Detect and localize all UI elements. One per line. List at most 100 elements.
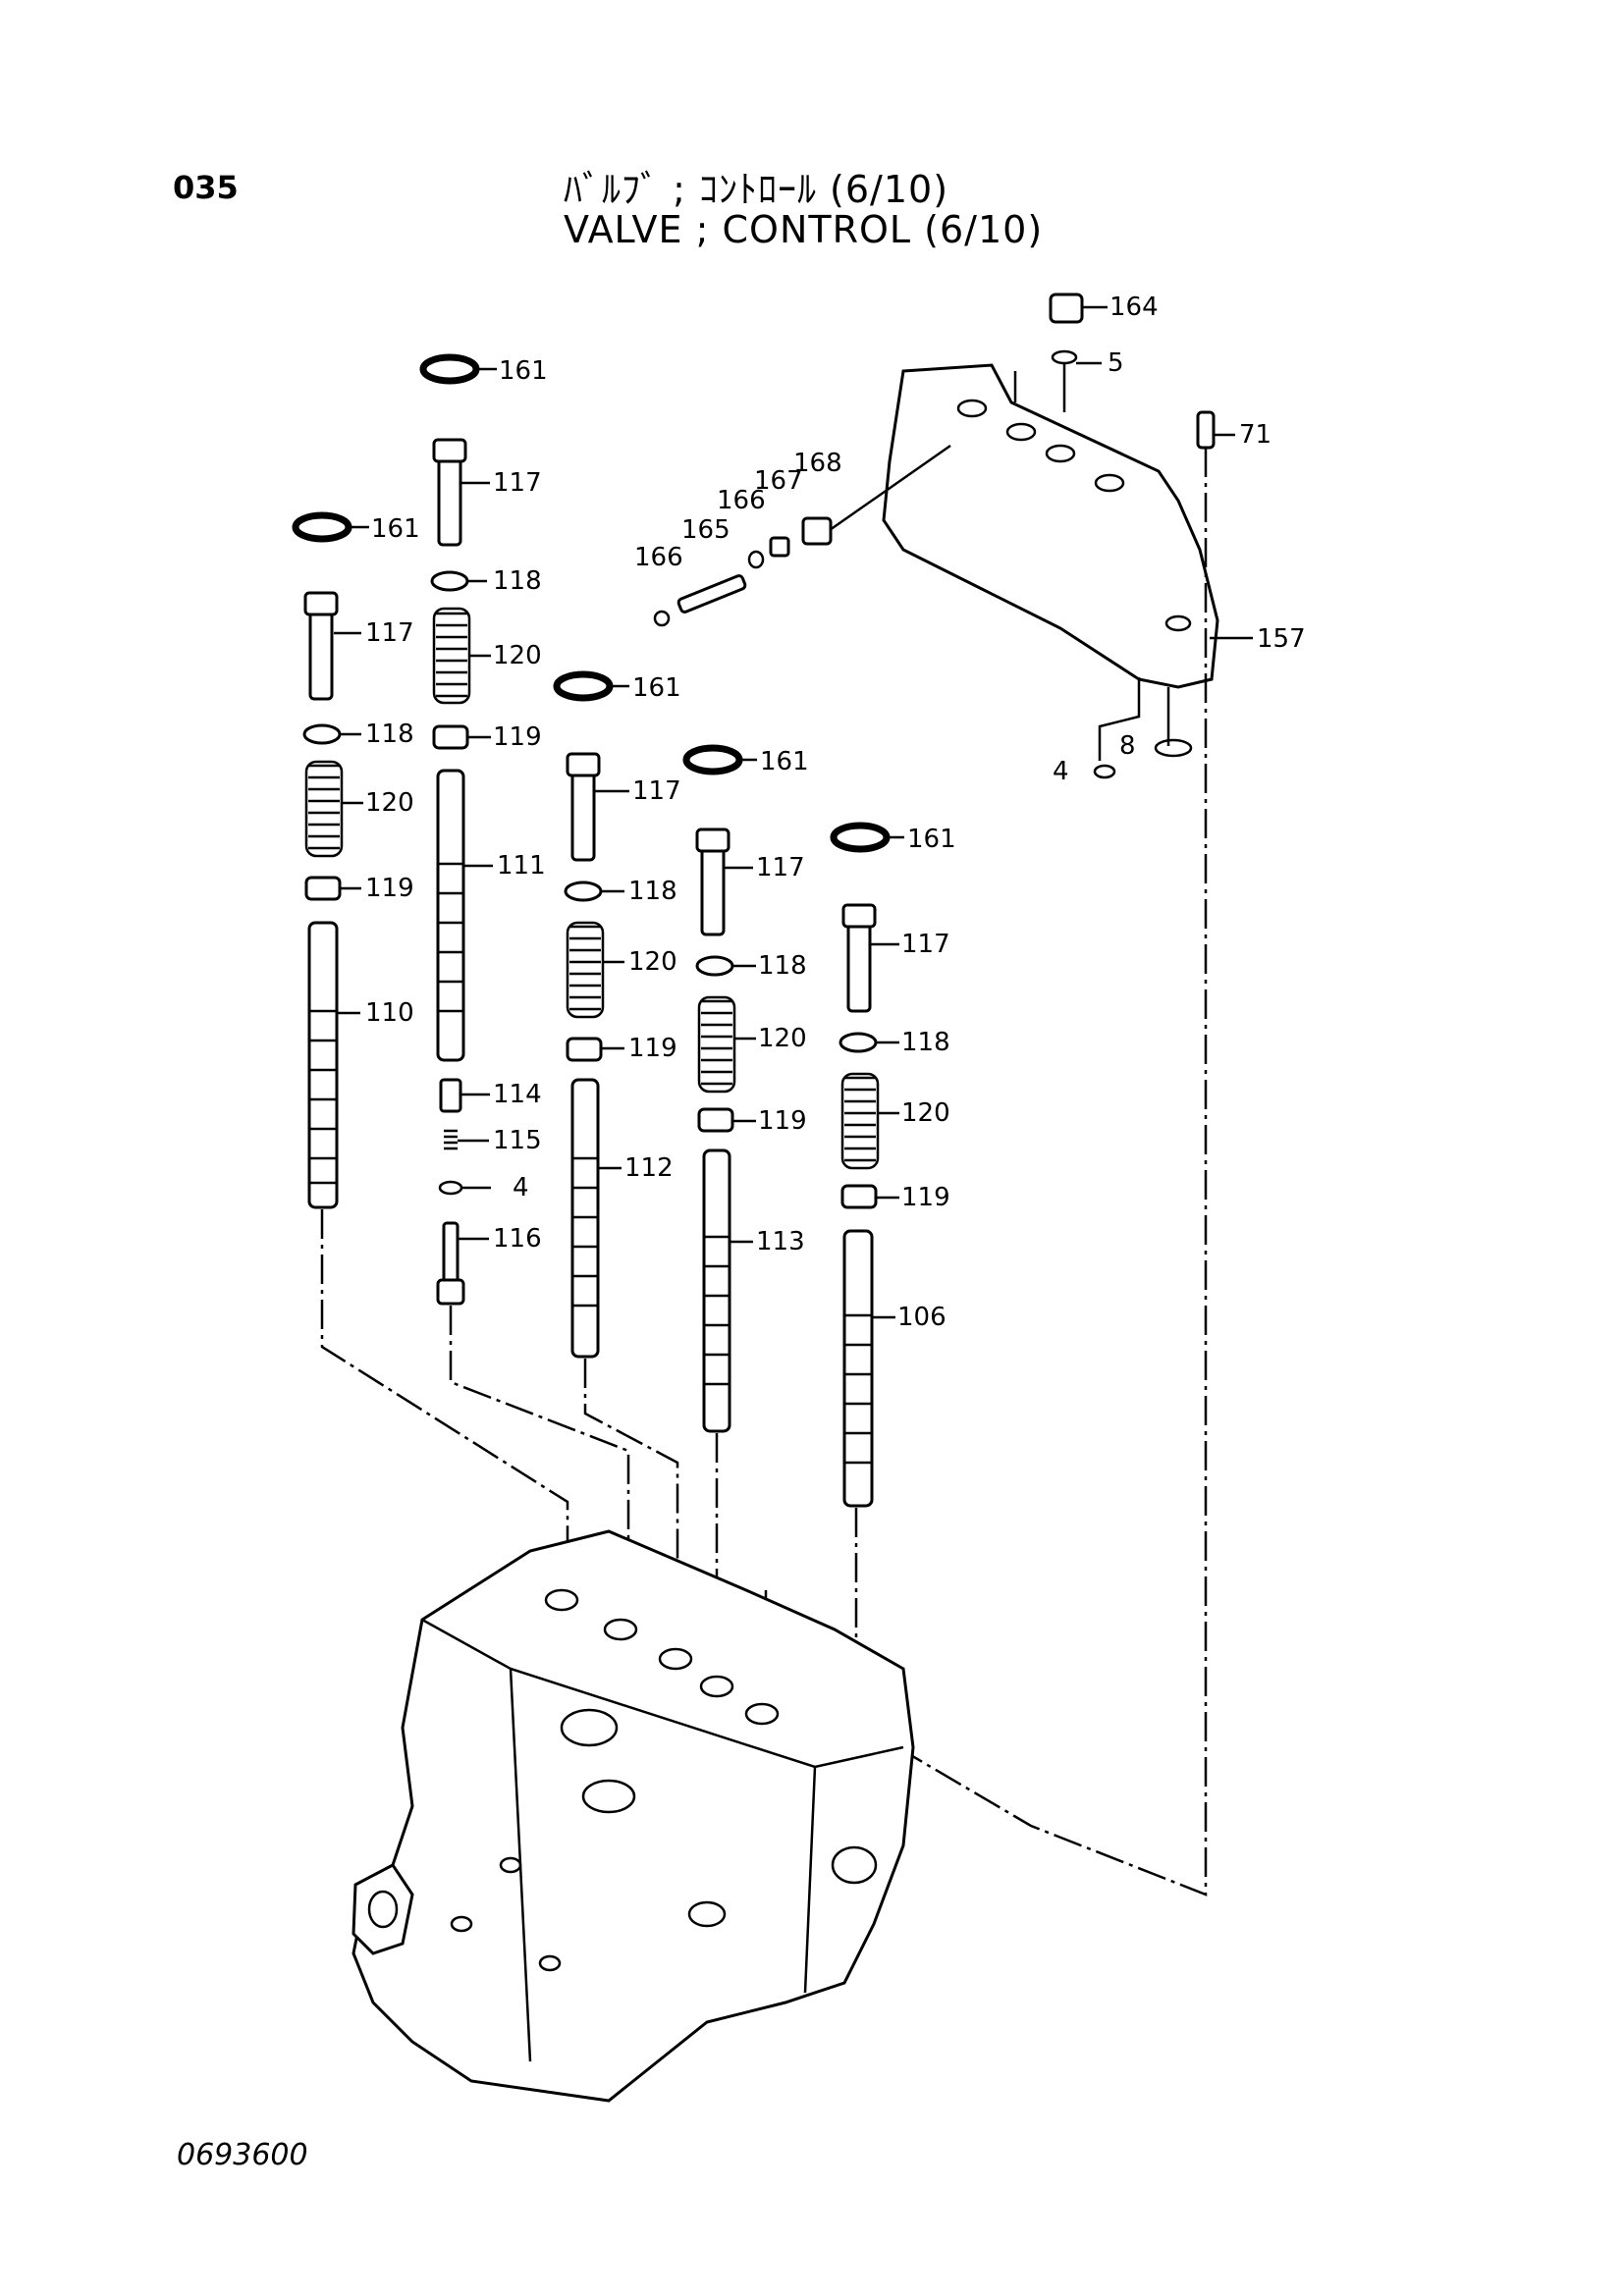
cover-hole — [1005, 422, 1037, 442]
callout-167: 167 — [754, 466, 803, 496]
callout-119: 119 — [628, 1034, 677, 1063]
cover-hole — [1045, 444, 1076, 463]
cover-157 — [653, 293, 1219, 1896]
callout-117: 117 — [901, 930, 950, 959]
callout-116: 116 — [493, 1224, 542, 1254]
valve-block — [352, 1529, 915, 2103]
callout-161: 161 — [907, 825, 956, 854]
plug-164 — [1049, 293, 1084, 324]
callout-165: 165 — [681, 515, 730, 545]
callout-118: 118 — [901, 1028, 950, 1057]
callout-119: 119 — [493, 722, 542, 752]
spring-120 — [701, 999, 732, 1086]
spring-115 — [444, 1129, 458, 1150]
spool-110 — [307, 921, 339, 1209]
o-ring-161 — [830, 822, 891, 853]
spool-113 — [702, 1148, 731, 1433]
spool-113-lands — [704, 1235, 730, 1386]
valve-port — [581, 1779, 636, 1814]
o-ring-161 — [419, 353, 480, 385]
valve-port — [538, 1954, 562, 1972]
spool-stack-112 — [553, 670, 679, 1629]
callout-119: 119 — [901, 1183, 950, 1212]
callout-120: 120 — [628, 947, 677, 977]
plug-116 — [442, 1221, 460, 1284]
seat-118 — [302, 723, 342, 745]
callout-120: 120 — [758, 1024, 807, 1053]
callout-157: 157 — [1257, 624, 1306, 654]
valve-port — [699, 1675, 734, 1698]
callout-119: 119 — [365, 874, 414, 903]
retainer-119 — [840, 1184, 878, 1209]
assembly-lead — [829, 444, 951, 532]
callout-110: 110 — [365, 998, 414, 1028]
callout-5: 5 — [1108, 348, 1124, 378]
callout-71: 71 — [1239, 420, 1271, 450]
callout-118: 118 — [628, 877, 677, 906]
spool-111 — [436, 769, 465, 1062]
callout-118: 118 — [758, 951, 807, 981]
callout-115: 115 — [493, 1126, 542, 1155]
callout-161: 161 — [632, 673, 681, 703]
poppet-165 — [676, 574, 747, 614]
callout-118: 118 — [493, 566, 542, 596]
o-ring-161 — [553, 670, 614, 702]
spring-120 — [436, 612, 467, 698]
retainer-119 — [697, 1107, 734, 1133]
cover-lead — [1013, 363, 1066, 412]
spring-120-outline — [566, 921, 605, 1019]
callout-120: 120 — [901, 1098, 950, 1128]
valve-port — [544, 1588, 579, 1612]
spool-106 — [842, 1229, 874, 1508]
callout-118: 118 — [365, 720, 414, 749]
valve-port — [367, 1890, 399, 1929]
page-number: 035 — [173, 169, 239, 206]
o-ring-8 — [1154, 738, 1193, 758]
callout-161: 161 — [499, 356, 548, 386]
valve-port — [450, 1915, 473, 1933]
spring-120-outline — [840, 1072, 880, 1170]
o-ring-5 — [1051, 349, 1078, 365]
spool-stack-113 — [682, 744, 743, 1629]
title-english: VALVE ; CONTROL (6/10) — [564, 208, 1044, 251]
callout-166: 166 — [717, 486, 766, 515]
seat-118 — [430, 570, 469, 592]
callout-117: 117 — [756, 853, 805, 882]
spring-120 — [308, 764, 340, 850]
callout-labels: 161 117 118 120 119 110 161 117 118 120 … — [365, 293, 1306, 1332]
assembly-line — [583, 1359, 679, 1629]
callout-112: 112 — [624, 1153, 674, 1183]
callout-114: 114 — [493, 1080, 542, 1109]
spool-stack-110 — [292, 511, 569, 1590]
callout-117: 117 — [632, 776, 681, 806]
callout-168: 168 — [793, 449, 842, 478]
spool-stack-111 — [419, 353, 630, 1620]
plug-168 — [801, 516, 833, 546]
cover-lead — [1098, 677, 1170, 761]
spring-120 — [569, 925, 601, 1011]
assembly-line — [449, 1306, 630, 1620]
valve-port — [603, 1618, 638, 1641]
callout-117: 117 — [365, 618, 414, 648]
callout-4: 4 — [1053, 757, 1069, 786]
cover-hole — [1164, 614, 1192, 632]
o-ring-161 — [292, 511, 352, 543]
washer-166 — [653, 610, 671, 627]
washer-166 — [747, 550, 765, 569]
bolt-71 — [1196, 410, 1216, 450]
o-ring-4 — [1093, 764, 1116, 779]
o-ring-161 — [682, 744, 743, 775]
title-japanese: ﾊﾞﾙﾌﾞ ; ｺﾝﾄﾛｰﾙ (6/10) — [564, 168, 949, 211]
valve-port — [658, 1647, 693, 1671]
spool-110-lands — [309, 1009, 337, 1185]
o-ring-4 — [438, 1180, 463, 1196]
seat-118 — [839, 1032, 878, 1053]
callout-111: 111 — [497, 851, 546, 881]
valve-port — [499, 1856, 522, 1874]
seat-118 — [695, 955, 734, 977]
callout-120: 120 — [365, 788, 414, 818]
spool-106-lands — [844, 1313, 872, 1465]
plug-117-head — [432, 438, 467, 463]
spool-112-lands — [572, 1156, 598, 1308]
